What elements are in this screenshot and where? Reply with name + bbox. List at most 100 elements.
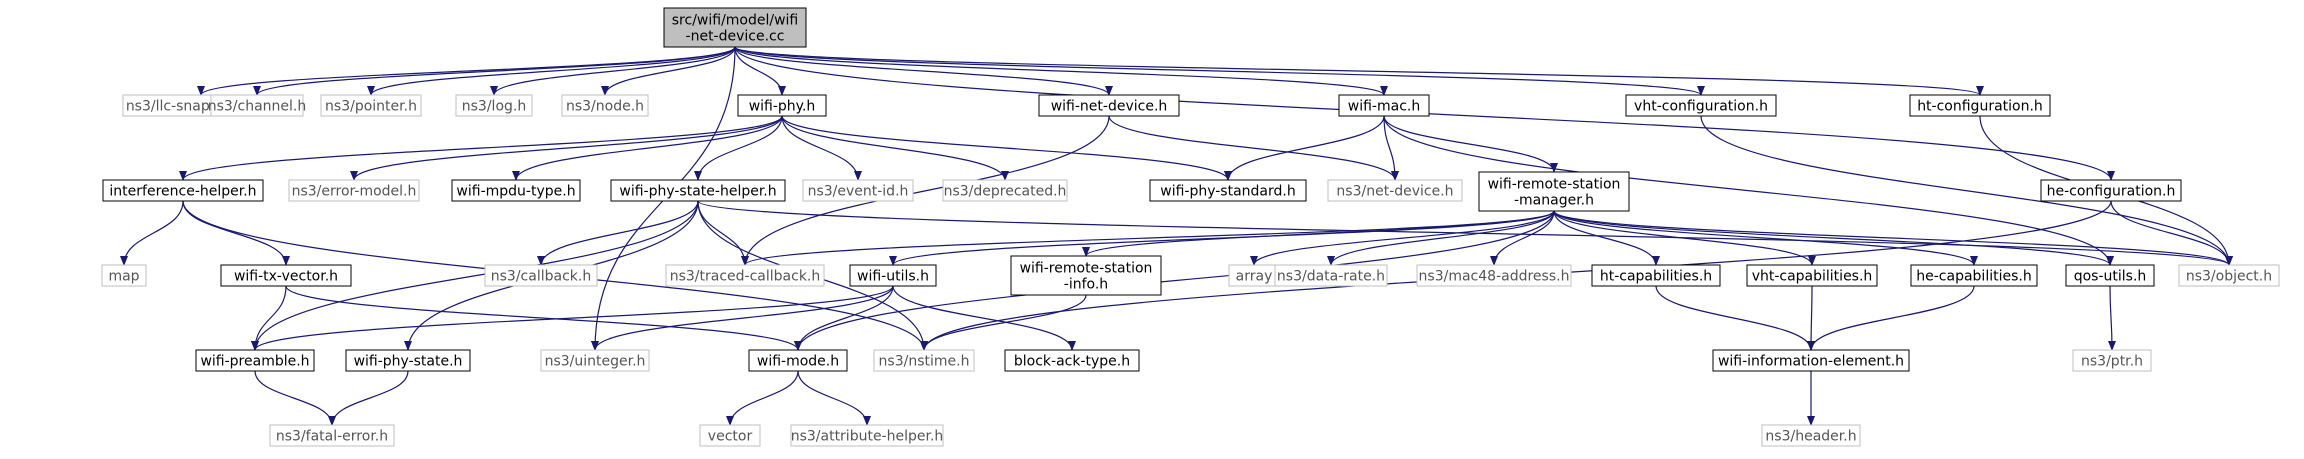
node-box-callback bbox=[484, 264, 598, 287]
node-htconf[interactable]: ht-configuration.h bbox=[1909, 94, 2051, 117]
edge-root-to-vhtconf bbox=[734, 46, 1705, 96]
node-box-heconf bbox=[2040, 179, 2182, 202]
node-label-txvector: wifi-tx-vector.h bbox=[234, 269, 338, 285]
node-box-pointer bbox=[320, 94, 422, 117]
node-label-root: -net-device.cc bbox=[686, 29, 785, 45]
edge-wifiphy-to-errmodel bbox=[350, 115, 783, 181]
node-label-hecap: he-capabilities.h bbox=[1916, 269, 2031, 285]
edge-wifiphy-to-phystandard bbox=[781, 115, 1232, 181]
edge-root-to-pointer bbox=[367, 46, 736, 96]
node-vhtconf[interactable]: vht-configuration.h bbox=[1625, 94, 1777, 117]
node-label-errmodel: ns3/error-model.h bbox=[292, 184, 417, 200]
edge-rsm-to-object bbox=[1553, 210, 2233, 266]
node-root[interactable]: src/wifi/model/wifi-net-device.cc bbox=[663, 7, 807, 48]
node-label-deprecated: ns3/deprecated.h bbox=[944, 184, 1067, 200]
node-label-htcap: ht-capabilities.h bbox=[1600, 269, 1712, 285]
node-deprecated: ns3/deprecated.h bbox=[942, 179, 1068, 202]
edge-wifinetdev-to-traced bbox=[741, 115, 1110, 266]
edge-qos-to-ptr bbox=[2107, 285, 2116, 351]
node-wifinetdev[interactable]: wifi-net-device.h bbox=[1038, 94, 1180, 117]
node-box-wifimac bbox=[1338, 94, 1430, 117]
node-label-vhtcap: vht-capabilities.h bbox=[1752, 269, 1873, 285]
node-label-traced: ns3/traced-callback.h bbox=[670, 269, 821, 285]
edge-rsm-to-vhtcap bbox=[1553, 210, 1816, 266]
node-utils[interactable]: wifi-utils.h bbox=[849, 264, 937, 287]
node-hecap[interactable]: he-capabilities.h bbox=[1910, 264, 2038, 287]
node-header: ns3/header.h bbox=[1761, 424, 1861, 447]
node-label-phystate: wifi-phy-state.h bbox=[354, 354, 463, 370]
node-vhtcap[interactable]: vht-capabilities.h bbox=[1746, 264, 1878, 287]
node-label-object: ns3/object.h bbox=[2186, 269, 2272, 285]
edge-rsm-to-mode bbox=[794, 210, 1555, 351]
node-mac48: ns3/mac48-address.h bbox=[1416, 264, 1572, 287]
node-phystate[interactable]: wifi-phy-state.h bbox=[345, 349, 471, 372]
node-htcap[interactable]: ht-capabilities.h bbox=[1591, 264, 1721, 287]
node-box-netdevice bbox=[1327, 179, 1463, 202]
node-box-mpdutype bbox=[451, 179, 581, 202]
node-box-utils bbox=[849, 264, 937, 287]
node-blockack[interactable]: block-ack-type.h bbox=[1004, 349, 1140, 372]
node-label-wifimac: wifi-mac.h bbox=[1348, 99, 1420, 115]
node-box-ptr bbox=[2072, 349, 2152, 372]
edge-rsm-to-traced bbox=[741, 210, 1555, 266]
node-label-utils: wifi-utils.h bbox=[857, 269, 929, 285]
node-label-node: ns3/node.h bbox=[566, 99, 644, 115]
node-label-wifiphy: wifi-phy.h bbox=[749, 99, 816, 115]
edge-rsm-to-hecap bbox=[1553, 210, 1978, 266]
node-label-eventid: ns3/event-id.h bbox=[808, 184, 909, 200]
node-label-rsm: wifi-remote-station bbox=[1488, 177, 1621, 193]
node-label-htconf: ht-configuration.h bbox=[1917, 99, 2043, 115]
edge-preamble-to-fatal bbox=[254, 370, 336, 426]
edge-utils-to-preamble bbox=[251, 285, 894, 351]
node-heconf[interactable]: he-configuration.h bbox=[2040, 179, 2182, 202]
node-traced: ns3/traced-callback.h bbox=[665, 264, 825, 287]
edge-root-to-wifiphy bbox=[734, 46, 786, 96]
node-label-channel: ns3/channel.h bbox=[208, 99, 307, 115]
dependency-nodes: src/wifi/model/wifi-net-device.ccns3/llc… bbox=[101, 7, 2280, 447]
edge-rsm-to-qos bbox=[1553, 210, 2114, 266]
edge-utils-to-mode bbox=[794, 285, 894, 351]
edge-rsm-to-mac48 bbox=[1490, 210, 1555, 266]
edge-rsm-to-htcap bbox=[1553, 210, 1660, 266]
node-qos[interactable]: qos-utils.h bbox=[2065, 264, 2155, 287]
node-label-datarate: ns3/data-rate.h bbox=[1277, 269, 1385, 285]
node-wifimac[interactable]: wifi-mac.h bbox=[1338, 94, 1430, 117]
node-mpdutype[interactable]: wifi-mpdu-type.h bbox=[451, 179, 581, 202]
node-rsinfo[interactable]: wifi-remote-station-info.h bbox=[1010, 255, 1162, 296]
node-box-deprecated bbox=[942, 179, 1068, 202]
node-box-root bbox=[663, 7, 807, 48]
node-map: map bbox=[101, 264, 147, 287]
node-box-wifinetdev bbox=[1038, 94, 1180, 117]
node-box-qos bbox=[2065, 264, 2155, 287]
node-label-phystandard: wifi-phy-standard.h bbox=[1160, 184, 1295, 200]
edge-phystate-to-fatal bbox=[328, 370, 409, 426]
dependency-edges bbox=[120, 46, 2233, 426]
node-rsm[interactable]: wifi-remote-station-manager.h bbox=[1478, 171, 1630, 212]
node-box-mac48 bbox=[1416, 264, 1572, 287]
node-label-phystatehelper: wifi-phy-state-helper.h bbox=[619, 184, 776, 200]
node-infoelem[interactable]: wifi-information-element.h bbox=[1712, 349, 1910, 372]
node-box-wifiphy bbox=[737, 94, 827, 117]
edge-rsm-to-datarate bbox=[1327, 210, 1555, 266]
node-box-mode bbox=[748, 349, 848, 372]
node-channel: ns3/channel.h bbox=[208, 94, 307, 117]
node-label-fatal: ns3/fatal-error.h bbox=[276, 429, 388, 445]
node-label-map: map bbox=[108, 269, 139, 285]
node-attrhelper: ns3/attribute-helper.h bbox=[790, 424, 944, 447]
node-box-errmodel bbox=[288, 179, 420, 202]
node-box-hecap bbox=[1910, 264, 2038, 287]
node-box-uinteger bbox=[540, 349, 650, 372]
node-txvector[interactable]: wifi-tx-vector.h bbox=[220, 264, 352, 287]
node-label-pointer: ns3/pointer.h bbox=[325, 99, 417, 115]
node-wifiphy[interactable]: wifi-phy.h bbox=[737, 94, 827, 117]
node-phystatehelper[interactable]: wifi-phy-state-helper.h bbox=[610, 179, 786, 202]
node-eventid: ns3/event-id.h bbox=[802, 179, 914, 202]
node-phystandard[interactable]: wifi-phy-standard.h bbox=[1149, 179, 1307, 202]
node-object: ns3/object.h bbox=[2178, 264, 2280, 287]
node-mode[interactable]: wifi-mode.h bbox=[748, 349, 848, 372]
node-preamble[interactable]: wifi-preamble.h bbox=[195, 349, 315, 372]
node-label-nstime: ns3/nstime.h bbox=[879, 354, 970, 370]
node-box-htconf bbox=[1909, 94, 2051, 117]
node-label-infoelem: wifi-information-element.h bbox=[1718, 354, 1904, 370]
node-interf[interactable]: interference-helper.h bbox=[102, 179, 264, 202]
